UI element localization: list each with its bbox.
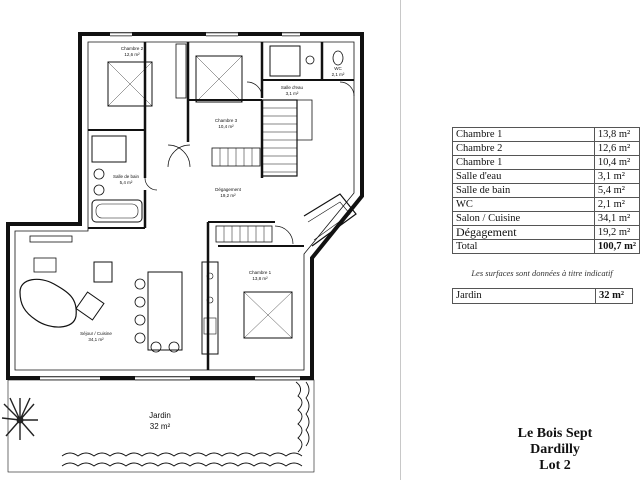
project-name: Le Bois Sept: [517, 426, 593, 441]
project-lot: Lot 2: [539, 458, 571, 473]
shower: [91, 135, 127, 163]
radiator: [29, 235, 73, 243]
garden-area: [7, 379, 315, 473]
row-value: 13,8 m²: [593, 127, 640, 142]
room-area: 19,2 m²: [220, 193, 236, 198]
row-label: Chambre 2: [452, 141, 595, 156]
wardrobe: [175, 43, 187, 99]
row-label: WC: [452, 197, 595, 212]
room-label: WC: [334, 66, 342, 71]
row-value: 32 m²: [595, 288, 633, 304]
row-value: 34,1 m²: [593, 211, 640, 226]
room-area: 34,1 m²: [88, 337, 104, 342]
row-label: Total: [452, 239, 595, 254]
palm-tree: [1, 397, 38, 440]
staircase: [261, 99, 298, 177]
sofa: [19, 278, 77, 328]
row-label: Salon / Cuisine: [452, 211, 595, 226]
row-label: Chambre 1: [452, 127, 595, 142]
bay-window: [303, 193, 357, 247]
row-value: 2,1 m²: [593, 197, 640, 212]
table: [33, 257, 57, 273]
door: [167, 144, 191, 168]
hedge: [61, 452, 303, 457]
surface-note: Les surfaces sont données à titre indica…: [471, 268, 613, 278]
bed: [195, 55, 243, 103]
garden-label: Jardin: [149, 411, 171, 420]
room-area: 10,4 m²: [218, 124, 234, 129]
room-area: 3,1 m²: [286, 91, 299, 96]
room-area: 12,6 m²: [124, 52, 140, 57]
room-area: 13,8 m²: [252, 276, 268, 281]
row-label: Jardin: [452, 288, 596, 304]
kitchen-island: [147, 271, 183, 351]
bathtub: [91, 199, 143, 223]
row-label: Dégagement: [452, 225, 595, 240]
bed: [243, 291, 293, 339]
row-value: 100,7 m²: [593, 239, 640, 254]
room-label: Chambre 2: [121, 46, 144, 51]
room-area: 5,4 m²: [120, 180, 133, 185]
row-value: 5,4 m²: [593, 183, 640, 198]
shower: [269, 45, 301, 77]
room-label: Salle d'eau: [281, 85, 304, 90]
page-divider: [400, 0, 401, 480]
project-title: Le Bois Sept Dardilly Lot 2: [490, 426, 620, 474]
row-label: Salle de bain: [452, 183, 595, 198]
row-label: Salle d'eau: [452, 169, 595, 184]
floor-plan: Chambre 2 12,6 m² Chambre 3 10,4 m² Sall…: [1, 32, 364, 473]
room-label: Salle de bain: [113, 174, 140, 179]
armchair: [93, 261, 113, 283]
outer-wall: [6, 32, 364, 380]
row-value: 3,1 m²: [593, 169, 640, 184]
kitchen-counter: [201, 261, 219, 355]
toilet: [332, 50, 344, 66]
row-value: 10,4 m²: [593, 155, 640, 170]
armchair: [75, 291, 105, 321]
room-label: Séjour / Cuisine: [80, 331, 112, 336]
garden-area-label: 32 m²: [150, 422, 171, 431]
room-area: 2,1 m²: [332, 72, 345, 77]
bed: [107, 61, 153, 107]
room-label: Chambre 3: [215, 118, 238, 123]
room-label: Dégagement: [215, 187, 242, 192]
row-value: 12,6 m²: [593, 141, 640, 156]
room-label: Chambre 1: [249, 270, 272, 275]
row-value: 19,2 m²: [593, 225, 640, 240]
project-city: Dardilly: [530, 442, 580, 457]
row-label: Chambre 1: [452, 155, 595, 170]
